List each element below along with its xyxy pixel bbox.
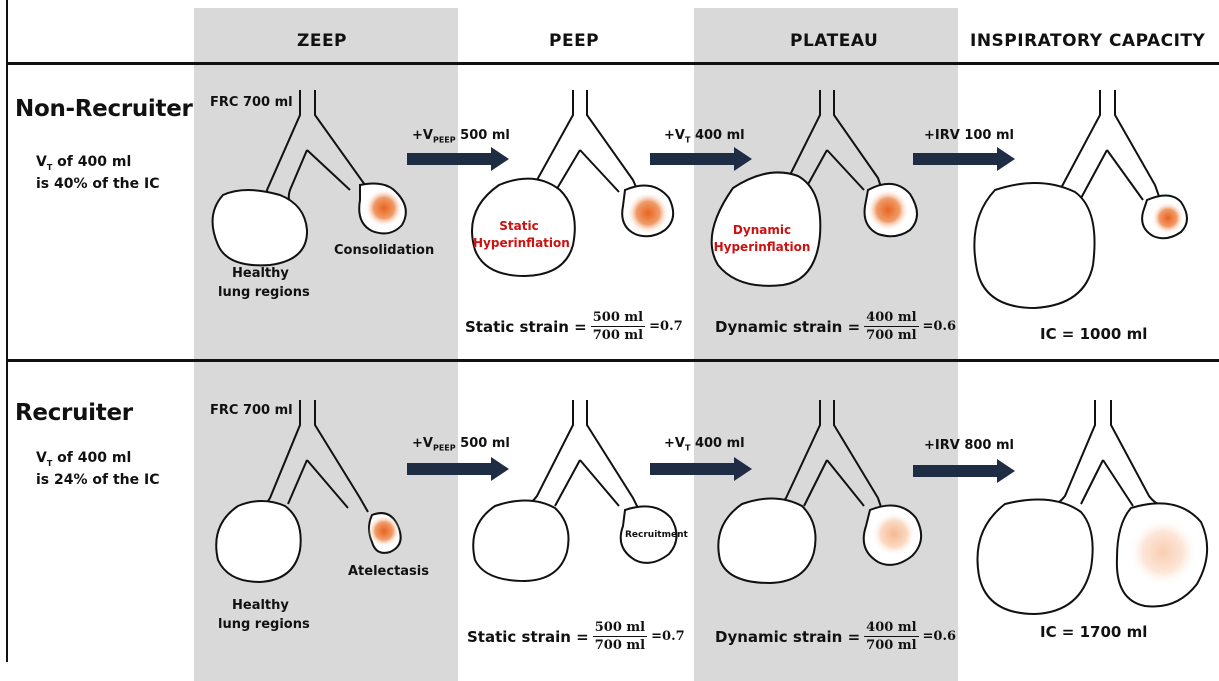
vt-subscript: T (46, 458, 53, 468)
step2-value: 400 ml (690, 128, 745, 143)
healthy-label-line1-r: Healthy (232, 598, 289, 613)
vt-volume-text: of 400 ml (52, 450, 132, 466)
peep-lung-recruiter (472, 400, 678, 583)
row-divider (6, 359, 1219, 362)
dynamic-strain-formula-r: Dynamic strain = 400 ml 700 ml =0.6 (715, 620, 956, 653)
static-strain-label: Static strain = (465, 317, 587, 336)
fraction-denominator: 700 ml (866, 328, 917, 343)
healthy-label-line2-nr: lung regions (218, 285, 310, 300)
zeep-lung-recruiter (215, 400, 402, 584)
step2-subscript: T (684, 135, 691, 145)
dynamic-strain-label: Dynamic strain = (715, 627, 861, 646)
healthy-label-line2-r: lung regions (218, 617, 310, 632)
static-strain-formula-r: Static strain = 500 ml 700 ml =0.7 (467, 620, 685, 653)
vt-symbol: V (36, 450, 47, 466)
column-header-plateau: PLATEAU (790, 31, 879, 51)
dynamic-strain-fraction: 400 ml 700 ml (864, 620, 919, 653)
column-header-peep: PEEP (549, 31, 600, 51)
arrow-peep-r (407, 457, 509, 481)
recruiter-frc-label: FRC 700 ml (210, 403, 293, 418)
step1-value: 500 ml (455, 436, 510, 451)
ic-result-r: IC = 1700 ml (1040, 623, 1148, 641)
dynamic-strain-formula-nr: Dynamic strain = 400 ml 700 ml =0.6 (715, 310, 956, 343)
fraction-numerator: 500 ml (592, 620, 648, 637)
static-hyperinflation-label: Static Hyperinflation (473, 218, 570, 252)
step1-label-nr: +VPEEP 500 ml (412, 128, 510, 145)
static-label-line2: Hyperinflation (473, 236, 570, 250)
recruitment-label: Recruitment (625, 530, 688, 540)
static-strain-label: Static strain = (467, 627, 589, 646)
fraction-denominator: 700 ml (594, 638, 646, 653)
non-recruiter-frc-label: FRC 700 ml (210, 95, 293, 110)
healthy-label-line1-nr: Healthy (232, 266, 289, 281)
step2-prefix: +V (664, 436, 685, 451)
column-header-zeep: ZEEP (297, 31, 348, 51)
vt-subscript: T (46, 162, 53, 172)
fraction-numerator: 400 ml (864, 620, 919, 637)
dynamic-label-line2: Hyperinflation (713, 240, 811, 254)
zeep-lung-non-recruiter (211, 90, 407, 267)
consolidation-label: Consolidation (334, 243, 435, 258)
static-strain-fraction: 500 ml 700 ml (592, 620, 648, 653)
step1-prefix: +V (412, 436, 433, 451)
fraction-numerator: 400 ml (864, 310, 919, 327)
vt-volume-text: of 400 ml (52, 154, 132, 170)
fraction-denominator: 700 ml (866, 638, 917, 653)
static-strain-result: =0.7 (651, 629, 685, 644)
non-recruiter-vt-line1: VT of 400 ml (36, 152, 131, 178)
column-header-inspiratory-capacity: INSPIRATORY CAPACITY (970, 31, 1206, 51)
dynamic-strain-result: =0.6 (922, 319, 957, 334)
dynamic-strain-result: =0.6 (922, 629, 957, 644)
atelectasis-label: Atelectasis (348, 564, 429, 579)
recruiter-vt-line1: VT of 400 ml (36, 448, 131, 474)
step1-label-r: +VPEEP 500 ml (412, 436, 510, 453)
static-strain-result: =0.7 (649, 319, 683, 334)
static-label-line1: Static (499, 219, 539, 233)
non-recruiter-vt-line2: is 40% of the IC (36, 176, 160, 192)
dynamic-hyperinflation-label: Dynamic Hyperinflation (712, 222, 812, 256)
step1-prefix: +V (412, 128, 433, 143)
step2-label-nr: +VT 400 ml (664, 128, 745, 145)
step2-prefix: +V (664, 128, 685, 143)
recruiter-vt-line2: is 24% of the IC (36, 472, 160, 488)
arrow-ic-r (913, 459, 1015, 483)
arrow-plateau-r (650, 457, 752, 481)
ic-lung-non-recruiter (973, 90, 1188, 310)
static-strain-formula-nr: Static strain = 500 ml 700 ml =0.7 (465, 310, 683, 343)
step1-value: 500 ml (455, 128, 510, 143)
plateau-lung-recruiter (717, 400, 923, 585)
fraction-denominator: 700 ml (592, 328, 644, 343)
dynamic-strain-label: Dynamic strain = (715, 317, 861, 336)
left-border-line (6, 0, 8, 662)
step2-label-r: +VT 400 ml (664, 436, 745, 453)
plateau-lung-non-recruiter (710, 90, 918, 287)
step2-value: 400 ml (690, 436, 745, 451)
ic-result-nr: IC = 1000 ml (1040, 325, 1148, 343)
peep-lung-non-recruiter (471, 90, 675, 278)
recruiter-title: Recruiter (15, 400, 133, 426)
arrow-peep-nr (407, 147, 509, 171)
non-recruiter-title: Non-Recruiter (15, 96, 193, 122)
arrow-plateau-nr (650, 147, 752, 171)
fraction-numerator: 500 ml (590, 310, 646, 327)
ic-lung-recruiter (976, 400, 1209, 616)
step1-subscript: PEEP (432, 135, 456, 145)
static-strain-fraction: 500 ml 700 ml (590, 310, 646, 343)
arrow-ic-nr (913, 147, 1015, 171)
step2-subscript: T (684, 443, 691, 453)
dynamic-strain-fraction: 400 ml 700 ml (864, 310, 919, 343)
dynamic-label-line1: Dynamic (732, 223, 792, 237)
step3-label-r: +IRV 800 ml (924, 438, 1014, 453)
vt-symbol: V (36, 154, 47, 170)
step1-subscript: PEEP (432, 443, 456, 453)
step3-label-nr: +IRV 100 ml (924, 128, 1014, 143)
header-divider (6, 62, 1219, 65)
